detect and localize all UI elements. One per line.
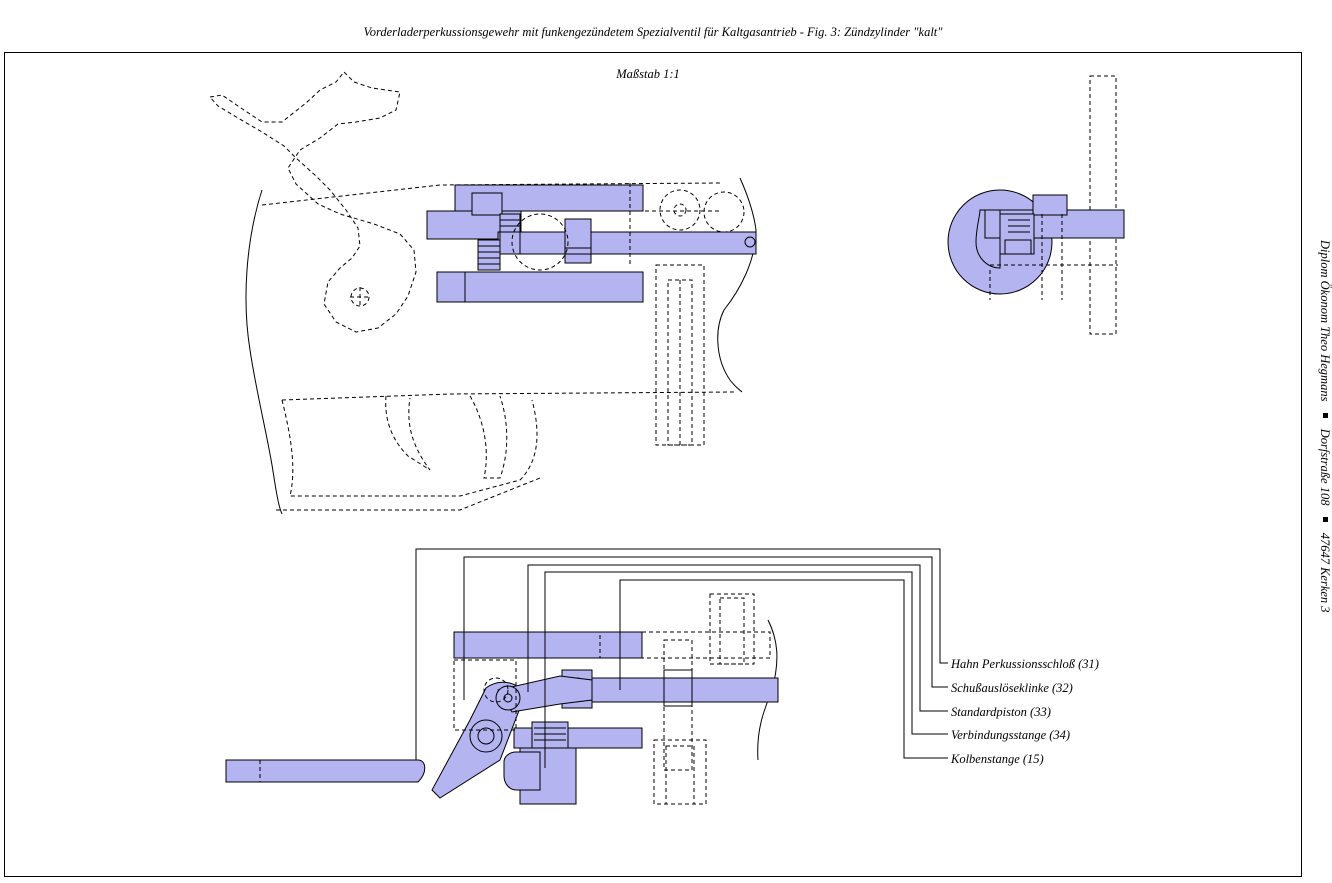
stock-front-curve bbox=[718, 178, 756, 392]
spring-lower bbox=[478, 240, 500, 270]
piston-rod-lower bbox=[572, 678, 778, 702]
upper-side-view bbox=[210, 72, 756, 514]
end-view-rod bbox=[1090, 76, 1116, 334]
lower-detail-view bbox=[226, 549, 948, 804]
callout-label: Verbindungsstange (34) bbox=[951, 728, 1070, 742]
stock-bottom-line bbox=[282, 392, 735, 400]
piston-rod bbox=[498, 232, 756, 254]
lock-lower-plate bbox=[455, 272, 643, 302]
end-view bbox=[948, 76, 1124, 334]
upper-rail bbox=[454, 632, 642, 658]
trigger-guard bbox=[282, 400, 537, 496]
nipple-circle bbox=[660, 190, 700, 230]
trigger-loop bbox=[470, 396, 507, 478]
callout-label: Kolbenstange (15) bbox=[951, 752, 1044, 766]
trigger-outline bbox=[386, 396, 430, 470]
callout-label: Schußauslöseklinke (32) bbox=[951, 681, 1073, 695]
nipple-cylinder bbox=[656, 265, 704, 445]
connector-block bbox=[565, 219, 591, 263]
nipple-lower bbox=[654, 740, 706, 804]
piston-stem bbox=[226, 760, 425, 782]
callout-label: Standardpiston (33) bbox=[951, 705, 1051, 719]
lock-block-inner bbox=[472, 193, 502, 215]
lock-lower-block bbox=[437, 272, 465, 302]
hammer-outline bbox=[210, 72, 416, 332]
nipple-upper bbox=[710, 594, 754, 664]
stock-outline bbox=[246, 190, 282, 514]
callout-label: Hahn Perkussionsschloß (31) bbox=[951, 657, 1099, 671]
